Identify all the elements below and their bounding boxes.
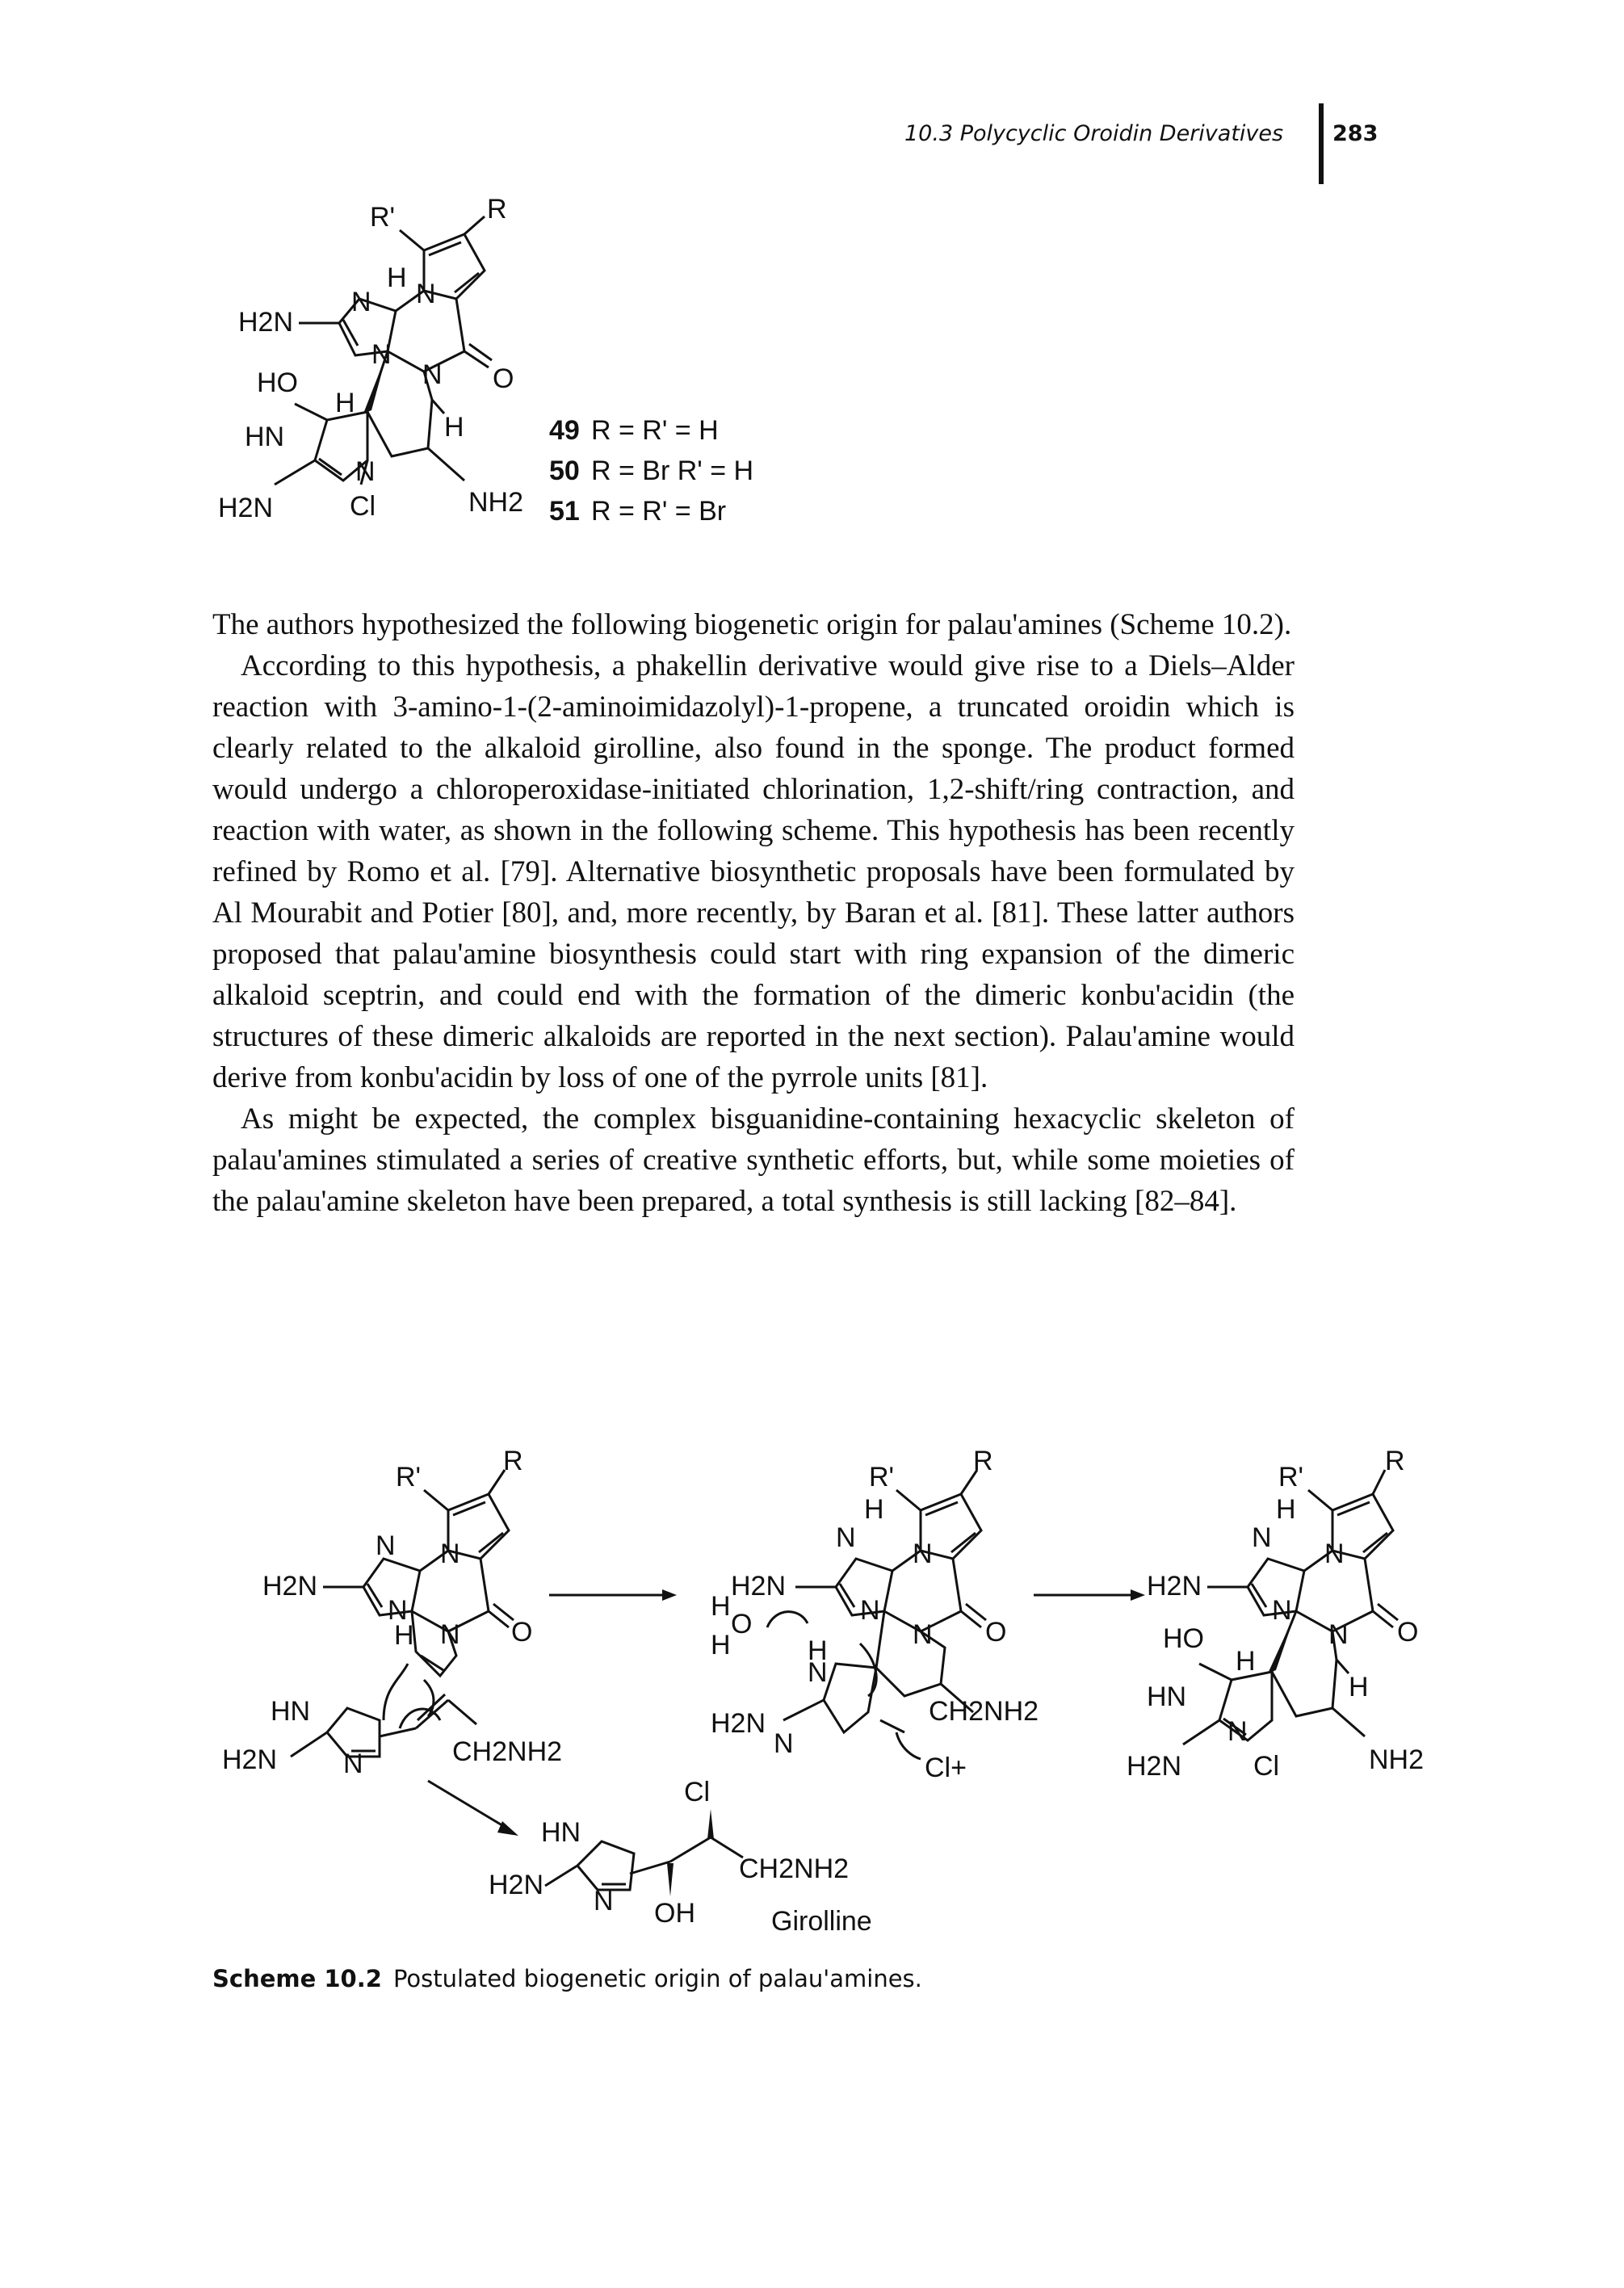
girolline-arrow <box>427 1779 518 1836</box>
h2n-label: H2N <box>731 1571 786 1602</box>
nh2-label: NH2 <box>1369 1744 1424 1775</box>
ch2nh2-label: CH2NH2 <box>452 1736 562 1767</box>
header-rule <box>1319 103 1324 184</box>
h2n-label-2: H2N <box>711 1708 766 1739</box>
n-label: N <box>1252 1522 1272 1553</box>
n-label-5: N <box>1227 1716 1248 1747</box>
r-prime-label: R' <box>869 1462 894 1492</box>
r-label: R <box>973 1446 993 1476</box>
n-label-6: N <box>774 1728 794 1759</box>
o-label: O <box>493 363 514 394</box>
n-label-2: N <box>440 1539 460 1569</box>
n-label-2: N <box>1324 1539 1345 1569</box>
h2n-label: H2N <box>238 307 293 338</box>
cl-label: Cl <box>684 1777 710 1807</box>
n-label: N <box>416 279 436 309</box>
h2n-label-2: H2N <box>218 493 273 523</box>
cl-plus-label: Cl+ <box>925 1753 967 1783</box>
n-label-3: N <box>388 1595 408 1626</box>
n-label-4: N <box>422 359 443 390</box>
n-label: N <box>836 1522 856 1553</box>
ch2nh2-label: CH2NH2 <box>739 1853 849 1884</box>
page-number: 283 <box>1332 121 1379 146</box>
reaction-arrow-2 <box>1034 1589 1145 1601</box>
h-label: H <box>864 1494 884 1525</box>
r-label: R <box>487 194 507 225</box>
o-label: O <box>985 1617 1006 1648</box>
n-label-4: N <box>440 1619 460 1650</box>
scheme-intermediate-structure: R' R H N N H2N N N O H O H H N H2N N CH2… <box>711 1446 1039 1783</box>
girolline-structure: HN H2N N Cl CH2NH2 OH Girolline <box>489 1777 872 1937</box>
hn-label: HN <box>1147 1681 1186 1712</box>
o-label: O <box>1397 1617 1418 1648</box>
h2n-label: H2N <box>489 1870 543 1900</box>
n-label-2: N <box>913 1539 933 1569</box>
h-label-4: H <box>808 1635 828 1666</box>
hn-label: HN <box>271 1696 310 1727</box>
h-label-2: H <box>1236 1646 1256 1677</box>
ho-label: HO <box>257 367 298 398</box>
h-label-3: H <box>1349 1672 1369 1702</box>
h2n-label: H2N <box>262 1571 317 1602</box>
ho-label: HO <box>1163 1623 1204 1654</box>
ch2nh2-label: CH2NH2 <box>929 1696 1039 1727</box>
h2n-label-2: H2N <box>222 1744 277 1775</box>
o-label: O <box>511 1617 532 1648</box>
n-label-5: N <box>355 456 376 487</box>
n-label-3: N <box>371 339 392 370</box>
scheme-reactant-structure: R' R N N H2N N N O H HN H2N N CH2NH2 <box>222 1446 562 1779</box>
h-label-3: H <box>444 412 464 443</box>
girolline-label: Girolline <box>771 1906 872 1937</box>
h-label: H <box>394 1620 414 1651</box>
h-label-3: H <box>711 1630 731 1660</box>
n-label-3: N <box>1272 1595 1292 1626</box>
n-label-3: N <box>860 1595 880 1626</box>
scheme-product-structure: R' R H N N H2N N N O HO H HN H N H2N Cl … <box>1127 1446 1424 1782</box>
cl-label: Cl <box>350 491 376 522</box>
n-label-2: N <box>351 287 371 317</box>
h-label-2: H <box>335 388 355 418</box>
h-label: H <box>387 262 407 293</box>
r-prime-label: R' <box>396 1462 421 1492</box>
n-label: N <box>594 1886 614 1916</box>
r-prime-label: R' <box>1278 1462 1303 1492</box>
hn-label: HN <box>541 1817 581 1848</box>
caption-label: Scheme 10.2 <box>212 1965 382 1992</box>
oh-label: OH <box>654 1898 695 1929</box>
r-prime-label: R' <box>370 202 395 233</box>
running-title: 10.3 Polycyclic Oroidin Derivatives <box>904 121 1284 146</box>
cl-label: Cl <box>1253 1751 1279 1782</box>
n-label-5: N <box>808 1657 828 1688</box>
o-label-2: O <box>731 1609 752 1639</box>
n-label-5: N <box>343 1749 363 1779</box>
paragraph-2: According to this hypothesis, a phakelli… <box>212 649 1295 1094</box>
body-text: The authors hypothesized the following b… <box>212 604 1295 1222</box>
nh2-label: NH2 <box>468 487 523 518</box>
h-label: H <box>1276 1494 1296 1525</box>
scheme-caption: Scheme 10.2 Postulated biogenetic origin … <box>212 1965 922 1992</box>
h2n-label-2: H2N <box>1127 1751 1181 1782</box>
n-label-4: N <box>1328 1619 1349 1650</box>
n-label: N <box>376 1530 396 1561</box>
caption-text: Postulated biogenetic origin of palau'am… <box>392 1965 922 1992</box>
hn-label: HN <box>245 422 284 452</box>
r-label: R <box>1385 1446 1405 1476</box>
h2n-label: H2N <box>1147 1571 1202 1602</box>
reaction-arrow-1 <box>549 1589 677 1601</box>
n-label-4: N <box>913 1619 933 1650</box>
top-palauamine-structure: R' R H N N H2N N N O HO H HN H N H2N Cl … <box>218 194 523 523</box>
r-label: R <box>503 1446 523 1476</box>
paragraph-1: The authors hypothesized the following b… <box>212 608 1292 641</box>
paragraph-3: As might be expected, the complex bisgua… <box>212 1102 1295 1218</box>
h-label-2: H <box>711 1591 731 1622</box>
